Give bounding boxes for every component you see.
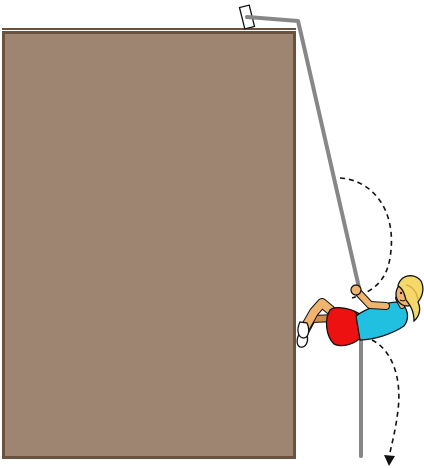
climber-eye [399,291,403,295]
motion-arc-lower [371,339,400,458]
motion-arrowhead [384,455,395,466]
wall-edge [2,31,296,459]
rope-upper [245,15,362,294]
climber-mouth [399,299,406,302]
motion-arc-upper [339,177,393,299]
climber-hand [350,284,362,296]
wall-panel [2,31,296,459]
wall [2,28,296,459]
climber-hair [397,275,424,323]
dashed-curved-arrow-icon [339,177,400,466]
climber-front-shoe [297,321,310,339]
climber-shorts [325,307,363,347]
climber-figure-icon [296,275,424,348]
rope [245,15,363,458]
